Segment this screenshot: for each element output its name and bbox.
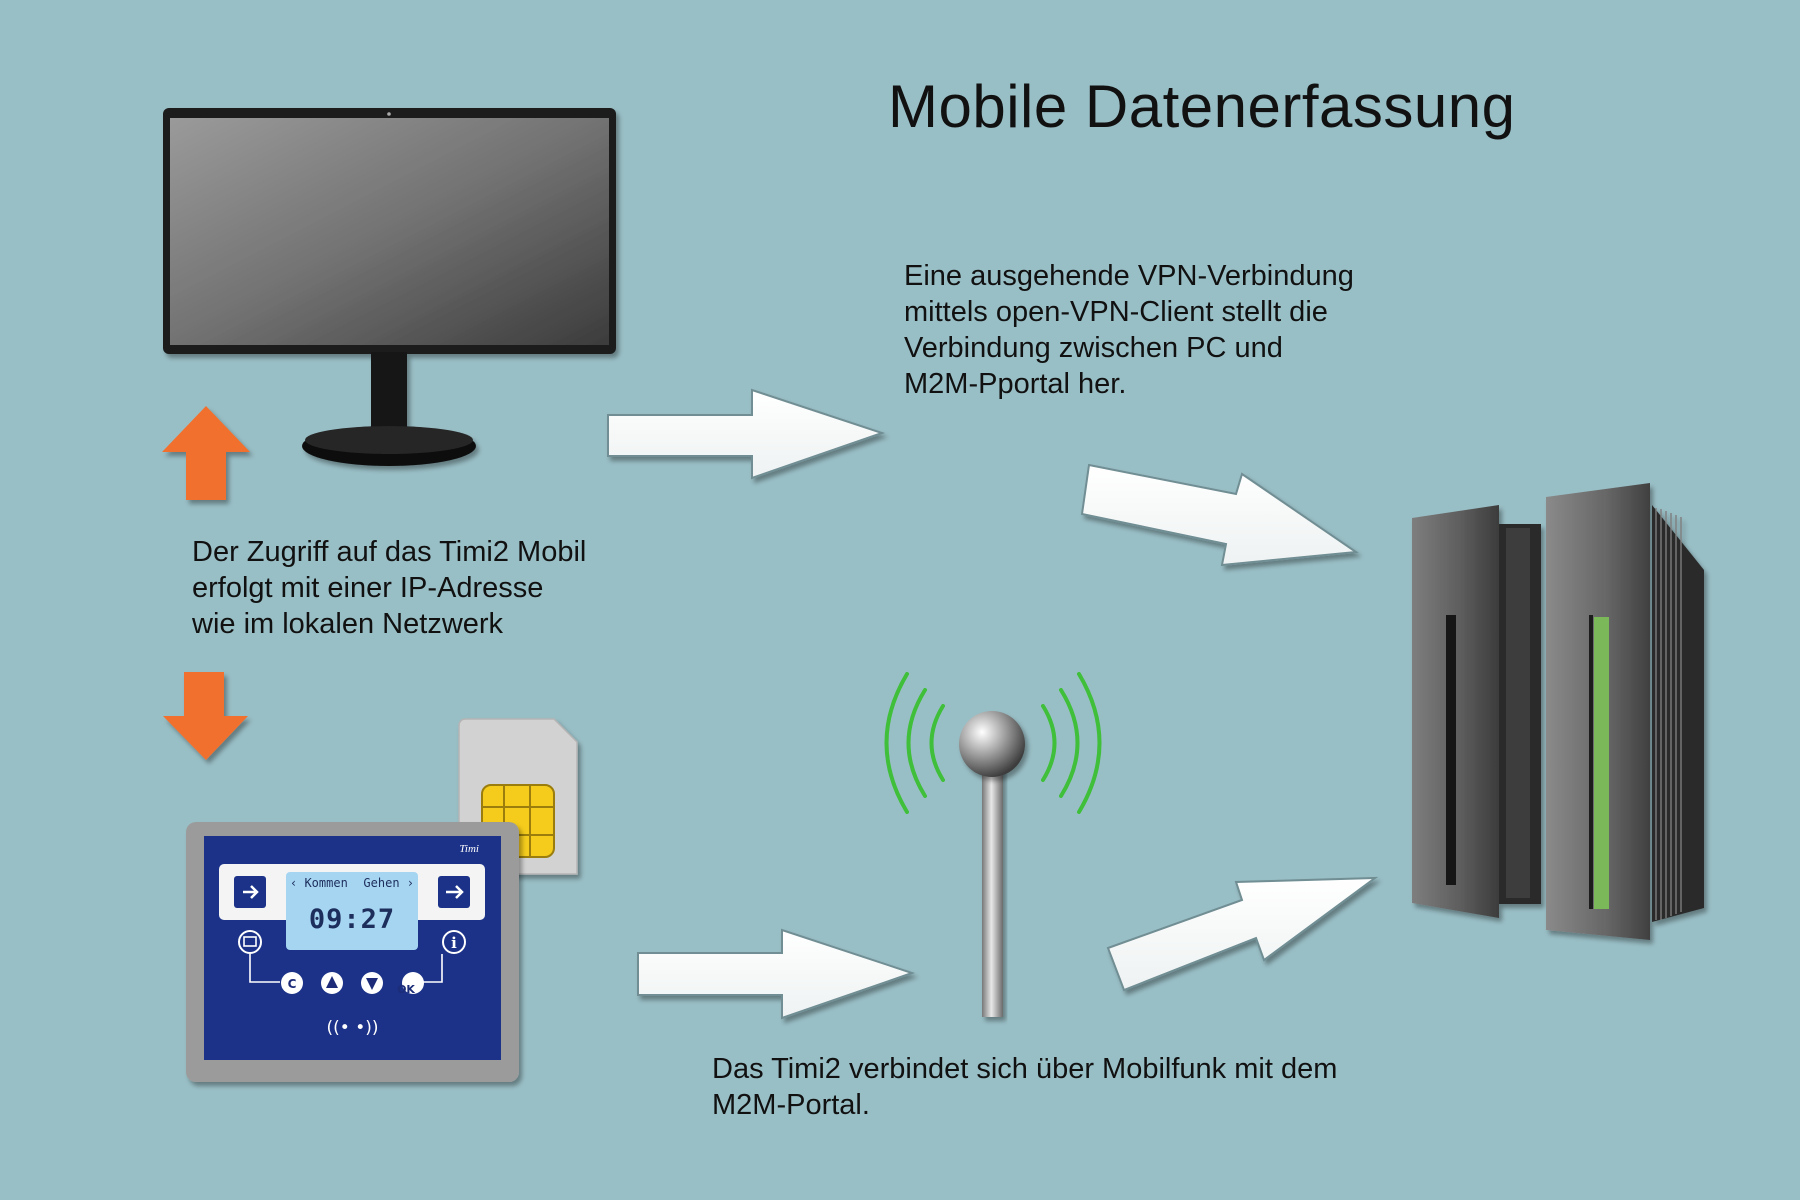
access-description-line: erfolgt mit einer IP-Adresse <box>192 572 544 604</box>
radio-antenna-icon <box>884 672 1102 1017</box>
vpn-description-line: Eine ausgehende VPN-Verbindung <box>904 260 1354 292</box>
signal-waves <box>884 672 1102 814</box>
vpn-description: Eine ausgehende VPN-Verbindung mittels o… <box>904 258 1354 402</box>
time-terminal-icon: i C <box>186 822 519 1082</box>
orange-up-arrow <box>162 406 250 500</box>
access-description-line: wie im lokalen Netzwerk <box>192 608 504 640</box>
arrow-pc-to-vpn <box>607 388 886 480</box>
access-description-line: Der Zugriff auf das Timi2 Mobil <box>192 536 587 568</box>
access-description: Der Zugriff auf das Timi2 Mobil erfolgt … <box>192 534 586 642</box>
vpn-description-line: mittels open-VPN-Client stellt die <box>904 296 1328 328</box>
arrow-vpn-to-server <box>1080 463 1359 567</box>
svg-text:i: i <box>451 934 457 952</box>
arrow-antenna-to-server <box>1106 876 1379 992</box>
mobile-description: Das Timi2 verbindet sich über Mobilfunk … <box>712 1051 1337 1123</box>
orange-down-arrow <box>163 672 248 760</box>
vpn-description-line: Verbindung zwischen PC und <box>904 332 1283 364</box>
mobile-description-line: Das Timi2 verbindet sich über Mobilfunk … <box>712 1053 1338 1085</box>
vpn-description-line: M2M-Pportal her. <box>904 368 1127 400</box>
monitor-icon <box>163 108 616 466</box>
page-title: Mobile Datenerfassung <box>888 73 1516 140</box>
arrow-terminal-to-antenna <box>637 928 916 1020</box>
svg-text:C: C <box>288 977 297 991</box>
mobile-description-line: M2M-Portal. <box>712 1089 870 1121</box>
server-icon <box>1412 483 1704 940</box>
